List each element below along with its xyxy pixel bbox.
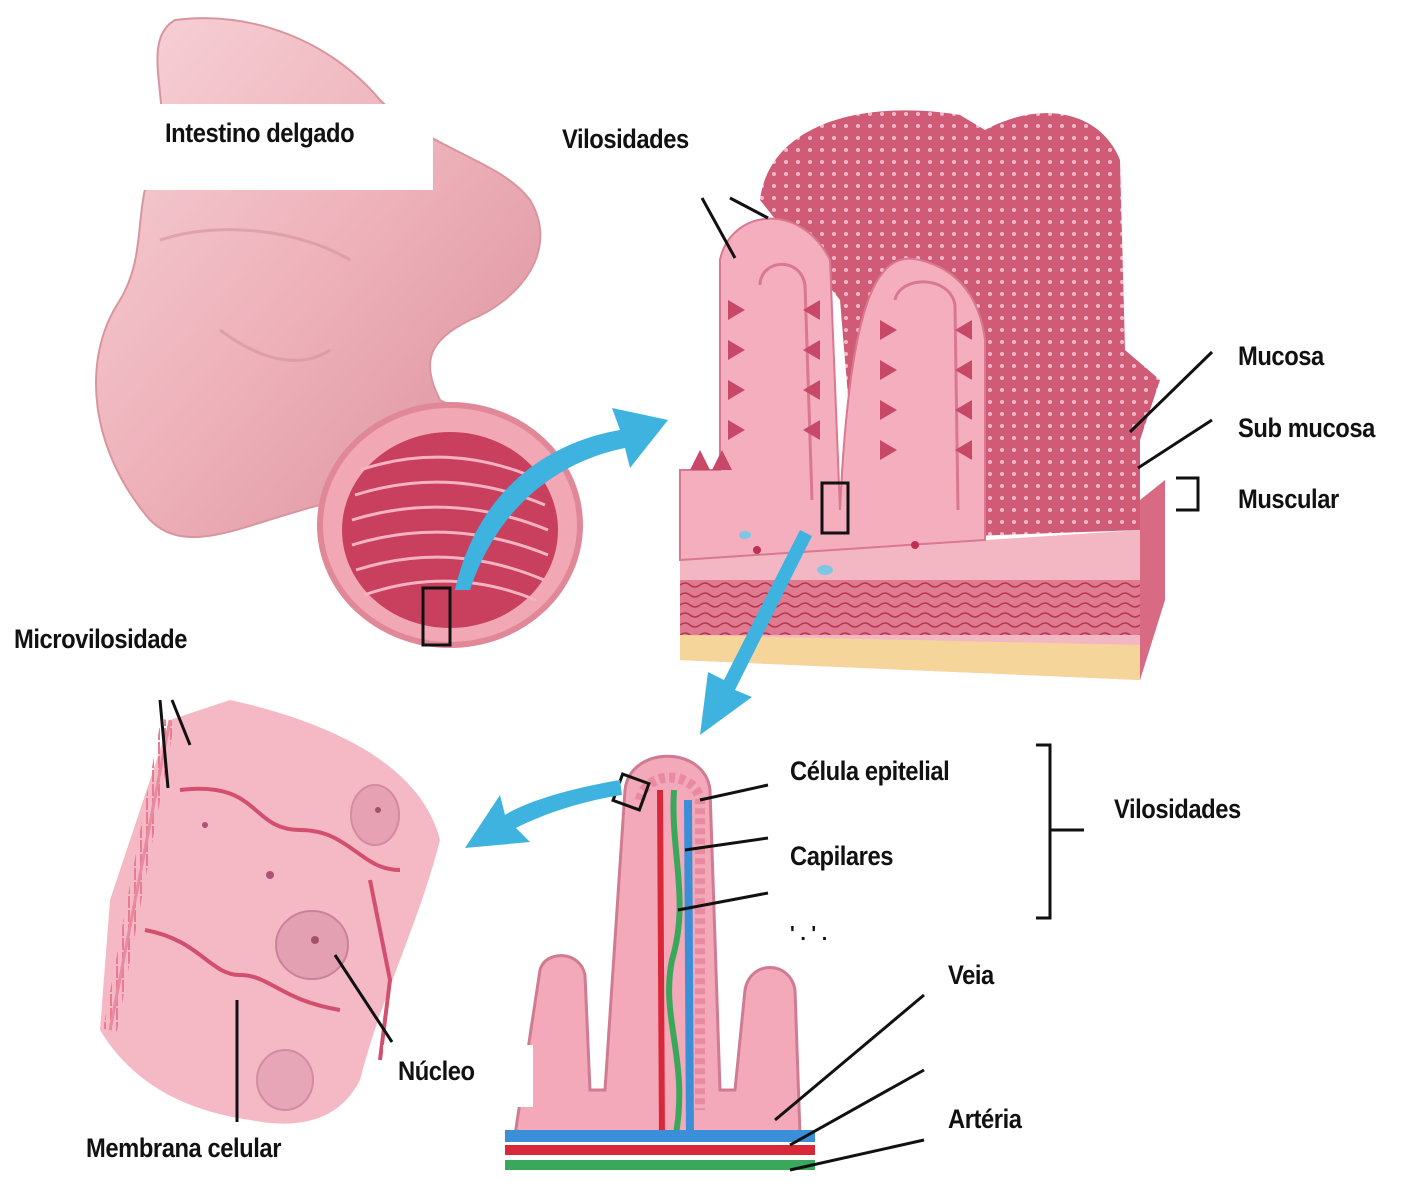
villus-section-illustration: [505, 756, 815, 1170]
label-celula-epitelial: Célula epitelial: [790, 756, 949, 787]
arrow-to-cells: [465, 780, 622, 848]
label-vilosidades-top: Vilosidades: [562, 124, 689, 155]
label-membrana-celular: Membrana celular: [86, 1133, 281, 1164]
label-sub-mucosa: Sub mucosa: [1238, 413, 1375, 444]
label-capilares: Capilares: [790, 841, 893, 872]
nucleus-1: [351, 785, 399, 845]
nucleus-2: [276, 911, 348, 979]
nucleus-3: [257, 1050, 313, 1110]
label-arteria: Artéria: [948, 1104, 1022, 1135]
label-veia: Veia: [948, 960, 994, 991]
obscured-label-fragment: ' . ' .: [790, 923, 827, 945]
label-mucosa: Mucosa: [1238, 341, 1324, 372]
artery-vessel: [660, 790, 662, 1140]
label-muscular: Muscular: [1238, 484, 1339, 515]
label-vilosidades-right: Vilosidades: [1114, 794, 1241, 825]
villi-block-illustration: [680, 110, 1165, 680]
label-microvilosidade: Microvilosidade: [14, 624, 187, 655]
label-nucleo: Núcleo: [398, 1056, 475, 1087]
label-intestino-delgado: Intestino delgado: [165, 118, 354, 149]
